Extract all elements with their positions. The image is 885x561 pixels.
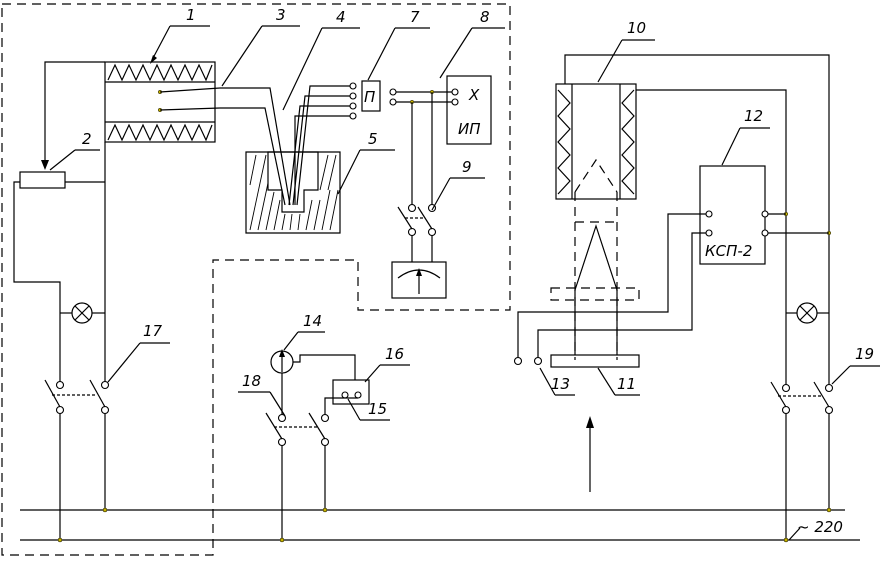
- supply-label: ~ 220: [797, 518, 843, 536]
- label-4: 4: [336, 8, 346, 26]
- converter-output-terminals: [389, 88, 459, 205]
- label-18: 18: [242, 372, 261, 390]
- switch-17: [44, 379, 110, 540]
- junction-dots: [57, 507, 832, 543]
- meter-gauge: [391, 261, 447, 299]
- label-3: 3: [276, 6, 286, 24]
- wire-furnace-top: [564, 54, 830, 385]
- label-8: 8: [480, 8, 490, 26]
- rheostat: [19, 171, 66, 189]
- box-indicator: [446, 75, 492, 145]
- label-5: 5: [368, 130, 378, 148]
- label-10: 10: [627, 19, 646, 37]
- switch-19: [770, 381, 834, 540]
- label-2: 2: [82, 130, 92, 148]
- label-19: 19: [855, 345, 874, 363]
- label-12: 12: [744, 107, 763, 125]
- lamp-left: [60, 302, 105, 324]
- label-17: 17: [143, 322, 163, 340]
- label-7: 7: [410, 8, 420, 26]
- label-1: 1: [186, 6, 196, 24]
- enclosure-main: [1, 3, 511, 556]
- controller-ksp2-label: КСП-2: [705, 242, 752, 260]
- heater-coil: [104, 61, 216, 143]
- platform-11: [550, 354, 640, 368]
- box-converter: [361, 80, 381, 112]
- relay-15-16: [332, 379, 370, 405]
- sample-lift: [550, 158, 640, 360]
- furnace-10: [555, 83, 637, 200]
- mould-block: [245, 151, 341, 234]
- thermocouple-leads: [157, 82, 357, 206]
- wire-furnace-right: [636, 89, 787, 385]
- label-13: 13: [551, 375, 570, 393]
- label-11: 11: [617, 375, 636, 393]
- box-indicator-ip: ИП: [458, 120, 481, 138]
- switch-18: [265, 412, 330, 540]
- label-15: 15: [368, 400, 387, 418]
- callouts: [49, 25, 880, 541]
- wire-rheostat-left: [13, 181, 61, 385]
- label-9: 9: [462, 158, 472, 176]
- lamp-right: [786, 302, 829, 324]
- switch-13-a: [513, 356, 523, 366]
- switch-13-b: [533, 356, 543, 366]
- box-converter-label: П: [364, 88, 375, 106]
- box-indicator-x: X: [468, 86, 480, 104]
- wire-heater-rheostat: [44, 61, 105, 165]
- pump-14: [270, 349, 356, 415]
- switch-9: [397, 203, 437, 262]
- label-14: 14: [303, 312, 322, 330]
- label-16: 16: [385, 345, 404, 363]
